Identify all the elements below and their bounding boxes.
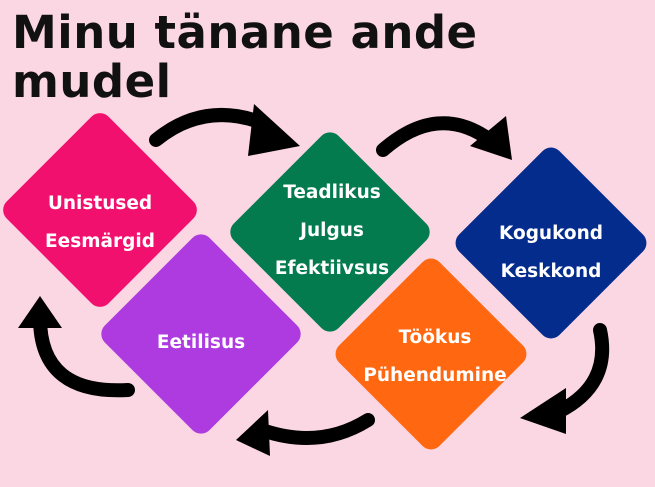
label-unistused-line: Eesmärgid [45, 231, 155, 252]
label-teadlikus-line: Julgus [300, 220, 364, 241]
label-kogukond-line: Keskkond [500, 261, 602, 282]
label-unistused-line: Unistused [47, 193, 153, 214]
label-kogukond-line: Kogukond [498, 223, 604, 244]
label-teadlikus-line: Efektiivsus [274, 258, 390, 279]
arrow-top-right [376, 116, 497, 157]
title-line-2: mudel [12, 55, 172, 108]
label-tookus-line: Pühendumine [363, 365, 507, 386]
arrowhead-top-right [470, 116, 512, 160]
page-title: Minu tänane ande mudel [12, 8, 478, 106]
arrow-left [33, 311, 135, 398]
arrow-top-left [149, 108, 272, 147]
label-tookus-line: Töökus [398, 327, 472, 348]
arrow-bottom [255, 413, 375, 445]
label-eetilisus-line: Eetilisus [156, 332, 246, 353]
arrowhead-left [18, 296, 62, 328]
label-eetilisus: Eetilisus [130, 324, 272, 362]
arrowhead-top-left [248, 104, 300, 156]
label-teadlikus-line: Teadlikus [283, 182, 381, 203]
title-line-1: Minu tänane ande [12, 6, 478, 59]
arrowhead-bottom [236, 410, 270, 456]
arrowhead-right [520, 388, 566, 434]
arrow-right [551, 323, 610, 419]
